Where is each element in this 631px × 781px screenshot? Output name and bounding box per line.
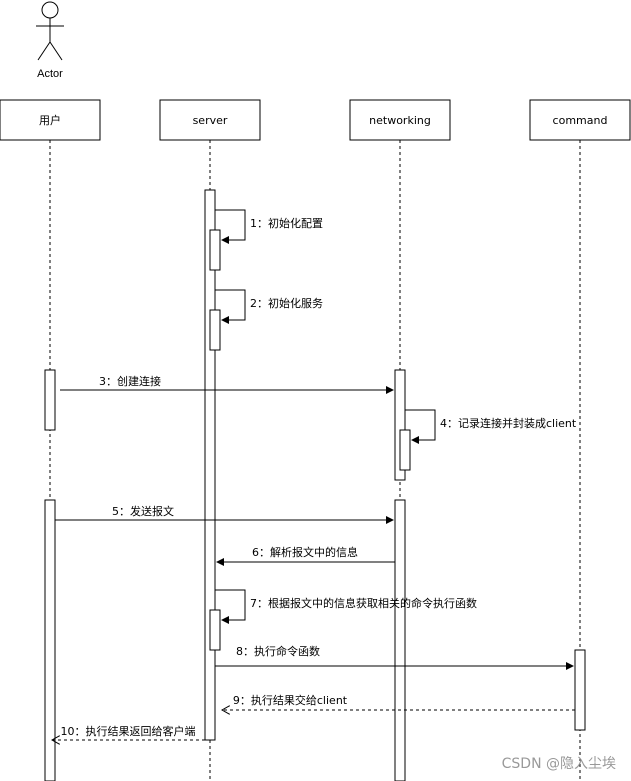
- message-4: 4：记录连接并封装成client: [405, 409, 577, 444]
- actor-figure: [36, 1, 64, 61]
- lifeline-user: 用户: [0, 99, 101, 781]
- message-7-arrow: [215, 589, 246, 624]
- actor-head: [41, 1, 59, 19]
- message-10: 10：执行结果返回给客户端: [52, 724, 205, 740]
- activation-server-main: [204, 189, 216, 741]
- message-2-arrow: [215, 289, 246, 324]
- message-1: 1：初始化配置: [215, 209, 323, 244]
- message-2-label: 2：初始化服务: [250, 296, 323, 310]
- lifeline-box-networking: [349, 99, 451, 141]
- lifeline-box-command: [529, 99, 631, 141]
- actor-right-leg: [49, 41, 63, 61]
- lifeline-command: command: [529, 99, 631, 781]
- message-10-label: 10：执行结果返回给客户端: [61, 724, 196, 738]
- message-9-label: 9：执行结果交给client: [233, 693, 348, 707]
- message-6: 6：解析报文中的信息: [216, 545, 395, 566]
- message-5-label: 5：发送报文: [112, 504, 174, 518]
- lifeline-label-networking: networking: [369, 114, 431, 127]
- message-4-label: 4：记录连接并封装成client: [440, 416, 577, 430]
- activation-command: [574, 649, 586, 731]
- activation-server-m1: [209, 229, 221, 271]
- message-5: 5：发送报文: [55, 504, 394, 524]
- message-2: 2：初始化服务: [215, 289, 323, 324]
- actor-label: Actor: [37, 68, 63, 80]
- lifeline-box-user: [0, 99, 101, 141]
- activation-networking-2: [394, 499, 406, 781]
- lifeline-label-user: 用户: [39, 113, 61, 127]
- activation-server-m7: [209, 609, 221, 651]
- message-4-arrow: [405, 409, 436, 444]
- message-8-label: 8：执行命令函数: [236, 644, 320, 658]
- activation-bars: [44, 189, 586, 781]
- activation-user-1: [44, 369, 56, 431]
- activation-user-2: [44, 499, 56, 781]
- message-9: 9：执行结果交给client: [222, 693, 575, 710]
- activation-server-m2: [209, 309, 221, 351]
- activation-networking-1: [394, 369, 406, 481]
- message-3: 3：创建连接: [60, 374, 394, 394]
- lifeline-label-command: command: [553, 114, 608, 127]
- message-7-label: 7：根据报文中的信息获取相关的命令执行函数: [250, 596, 477, 610]
- lifeline-label-server: server: [193, 114, 228, 127]
- message-7: 7：根据报文中的信息获取相关的命令执行函数: [215, 589, 477, 624]
- watermark: CSDN @隐入尘埃: [502, 756, 616, 772]
- message-1-label: 1：初始化配置: [250, 216, 323, 230]
- message-8: 8：执行命令函数: [215, 644, 574, 670]
- actor-left-leg: [37, 41, 51, 61]
- message-3-label: 3：创建连接: [99, 374, 161, 388]
- message-6-label: 6：解析报文中的信息: [252, 545, 358, 559]
- message-1-arrow: [215, 209, 246, 244]
- activation-networking-m4: [399, 429, 411, 471]
